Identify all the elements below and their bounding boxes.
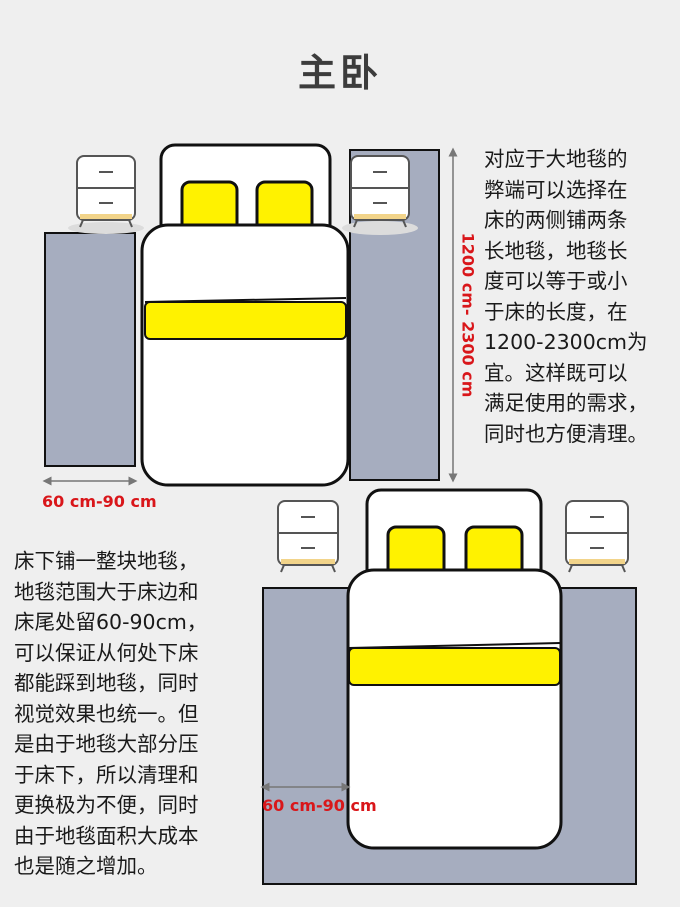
description-line: 也是随之增加。 — [14, 854, 158, 878]
description-line: 1200-2300cm为 — [484, 330, 648, 354]
description-line: 同时也方便清理。 — [484, 421, 648, 446]
bottom-width-label: 60 cm-90 cm — [262, 796, 377, 815]
description-line: 满足使用的需求， — [484, 391, 648, 415]
top-description: 对应于大地毯的 弊端可以选择在 床的两侧铺两条 长地毯，地毯长 度可以等于或小 … — [484, 144, 648, 449]
description-line: 弊端可以选择在 — [484, 177, 628, 202]
description-line: 于床的长度，在 — [484, 299, 628, 324]
bottom-layout — [260, 488, 637, 885]
description-line: 床尾处留60-90cm， — [14, 610, 208, 634]
description-line: 宜。这样既可以 — [484, 360, 628, 385]
description-line: 由于地毯面积大成本 — [14, 823, 199, 848]
bed-icon — [140, 143, 350, 487]
left-runner-rug — [44, 232, 136, 467]
description-line: 都能踩到地毯，同时 — [14, 671, 199, 695]
top-layout — [42, 143, 458, 487]
description-line: 更换极为不便，同时 — [14, 793, 199, 817]
description-line: 长地毯，地毯长 — [484, 238, 628, 263]
description-line: 视觉效果也统一。但 — [14, 701, 199, 726]
description-line: 是由于地毯大部分压 — [14, 732, 199, 756]
description-line: 可以保证从何处下床 — [14, 640, 199, 665]
bed-icon — [346, 488, 563, 850]
description-line: 于床下，所以清理和 — [14, 762, 199, 787]
nightstand-icon — [277, 500, 339, 573]
top-width-label: 60 cm-90 cm — [42, 492, 157, 511]
nightstand-icon — [342, 155, 418, 235]
description-line: 床的两侧铺两条 — [484, 208, 628, 232]
nightstand-icon — [68, 155, 144, 234]
bottom-description: 床下铺一整块地毯， 地毯范围大于床边和 床尾处留60-90cm， 可以保证从何处… — [14, 546, 207, 882]
nightstand-icon — [565, 500, 629, 573]
page-title: 主卧 — [297, 51, 382, 95]
description-line: 地毯范围大于床边和 — [14, 579, 199, 604]
description-line: 床下铺一整块地毯， — [14, 549, 199, 573]
description-line: 度可以等于或小 — [484, 269, 628, 293]
top-length-label: 1200 cm- 2300 cm — [458, 232, 478, 398]
description-line: 对应于大地毯的 — [484, 147, 628, 171]
